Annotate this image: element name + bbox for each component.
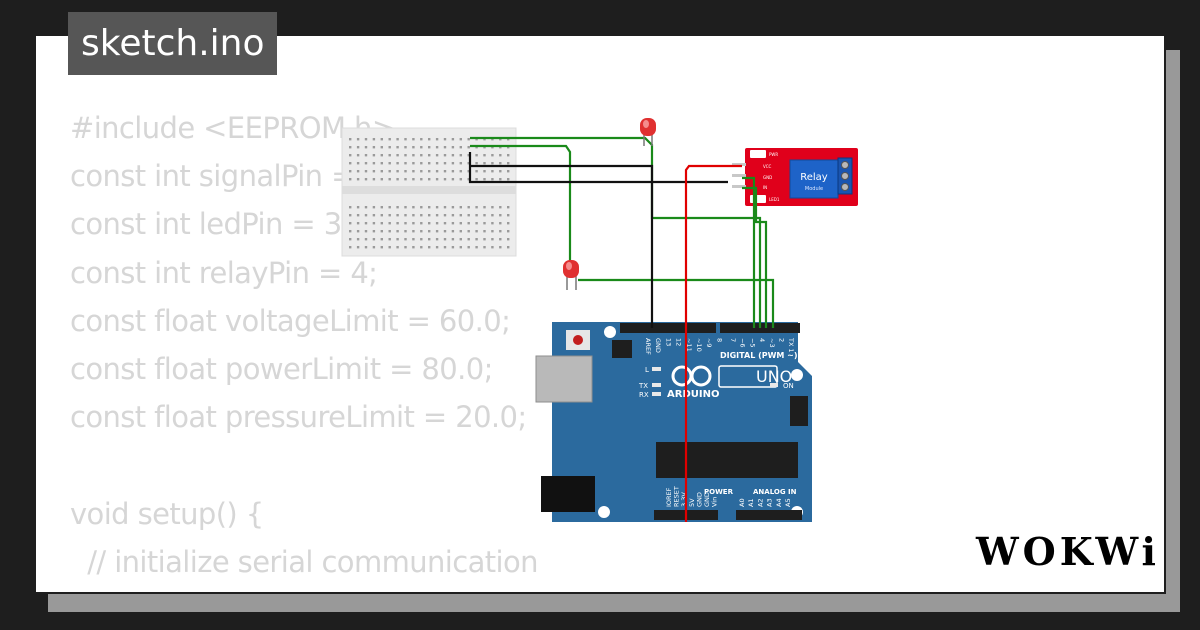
board-model: UNO	[756, 367, 792, 386]
code-line: const int ledPin = 3;	[70, 207, 351, 242]
pin-label: A1	[747, 498, 755, 507]
wire-black-relay-gnd	[468, 152, 728, 184]
pin-label: A3	[766, 498, 774, 507]
relay-subtitle: Module	[805, 186, 823, 192]
pin-label: 12	[675, 338, 683, 346]
sketch-title: sketch.ino	[68, 12, 278, 75]
wokwi-logo-text: WOKWi	[976, 529, 1160, 574]
pin-label: ~11	[685, 338, 693, 352]
tx-label: TX	[638, 382, 648, 390]
pin-label: RX 0	[797, 338, 805, 353]
pin-label: ~5	[748, 338, 756, 348]
pin-label: A0	[738, 498, 746, 507]
pin-label: A2	[756, 498, 764, 507]
l-label: L	[645, 366, 649, 374]
preview-card: #include <EEPROM.h>const int signalPin =…	[34, 34, 1166, 594]
wire-red-vcc	[684, 164, 742, 522]
wire-green-led2	[578, 278, 775, 328]
led-2[interactable]	[563, 260, 579, 290]
code-line: const float pressureLimit = 20.0;	[70, 400, 527, 435]
analog-label: ANALOG IN	[753, 488, 797, 496]
pin-label: 3.3V	[680, 492, 688, 507]
wire-green-relay-in	[742, 186, 768, 328]
pin-label: AREF	[644, 338, 652, 355]
pin-label: ~10	[695, 338, 703, 352]
pin-label: GND	[703, 492, 711, 507]
led-1[interactable]	[640, 118, 656, 146]
wokwi-logo: WOKWi	[976, 524, 1160, 580]
relay-led-led1: LED1	[769, 197, 780, 202]
breadboard[interactable]	[341, 127, 517, 257]
rx-label: RX	[639, 391, 649, 399]
relay-pin-vcc: VCC	[763, 164, 772, 169]
relay-led-pwr: PWR	[769, 152, 778, 157]
pin-label: RESET	[673, 486, 681, 507]
code-line: const float voltageLimit = 60.0;	[70, 303, 511, 338]
wire-green-relay	[742, 176, 756, 328]
pin-label: 4	[758, 338, 766, 342]
pin-label: ~6	[739, 338, 747, 348]
pin-label: 5V	[688, 498, 696, 507]
wire-green-led2-bb	[470, 144, 572, 270]
pin-label: 7	[729, 338, 737, 342]
wires	[468, 136, 775, 522]
pin-label: A4	[775, 498, 783, 507]
pin-label: 2	[778, 338, 786, 342]
wire-black-gnd	[470, 164, 654, 328]
arduino-uno-board[interactable]: DIGITAL (PWM ~) UNO ARDUINO ON L TX RX P…	[535, 322, 812, 522]
code-line: const float powerLimit = 80.0;	[70, 351, 493, 386]
pin-label: 13	[664, 338, 672, 346]
power-label: POWER	[704, 488, 734, 496]
pin-label: GND	[695, 492, 703, 507]
digital-label: DIGITAL (PWM ~)	[720, 351, 798, 360]
code-line: void setup() {	[70, 496, 264, 531]
board-brand: ARDUINO	[667, 389, 719, 400]
pin-label: IOREF	[665, 487, 673, 507]
pin-label: A5	[784, 498, 792, 507]
on-label: ON	[783, 382, 794, 390]
pin-label: ~9	[705, 338, 713, 348]
relay-module[interactable]: Relay Module PWR LED1 VCC GND IN	[732, 148, 858, 206]
pin-label: GND	[654, 338, 662, 353]
pin-label: TX 1	[787, 337, 795, 353]
pin-label: ~3	[768, 338, 776, 348]
code-line: // initialize serial communication	[70, 544, 538, 579]
relay-pin-gnd: GND	[763, 175, 772, 180]
pin-label: 8	[715, 338, 723, 342]
relay-title: Relay	[800, 172, 828, 183]
pin-label: Vin	[711, 497, 719, 507]
code-preview: #include <EEPROM.h>const int signalPin =…	[70, 104, 539, 592]
relay-pin-in: IN	[763, 185, 767, 190]
code-line: const int relayPin = 4;	[70, 255, 378, 290]
